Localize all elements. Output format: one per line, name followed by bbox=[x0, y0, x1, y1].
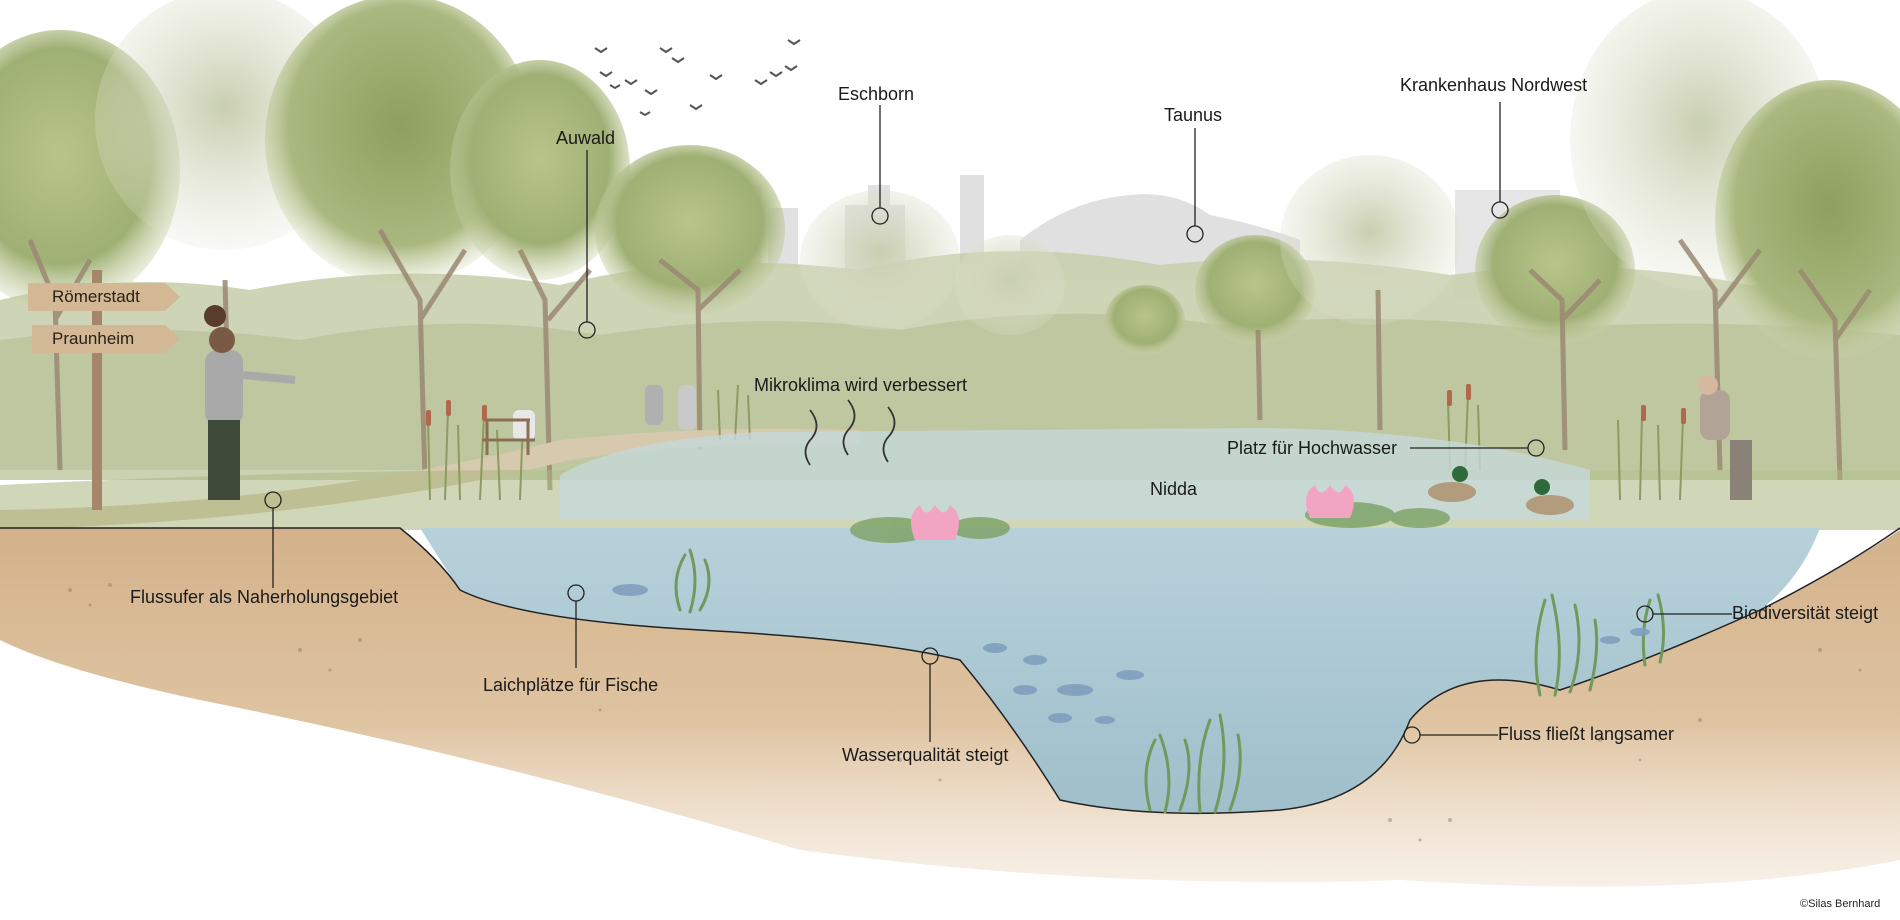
label-taunus: Taunus bbox=[1164, 105, 1223, 125]
lotus-flowers bbox=[911, 485, 1354, 540]
copyright-credit: ©Silas Bernhard bbox=[1800, 898, 1881, 910]
label-auwald: Auwald bbox=[556, 128, 616, 148]
marker-hochwasser bbox=[1527, 439, 1545, 457]
marker-fluss-langsamer bbox=[1403, 726, 1421, 744]
fish bbox=[612, 584, 1650, 724]
label-krankenhaus: Krankenhaus Nordwest bbox=[1400, 75, 1588, 95]
label-wasserqualitaet: Wasserqualität steigt bbox=[842, 745, 1009, 765]
label-fluss-langsamer: Fluss fließt langsamer bbox=[1498, 724, 1675, 744]
birds bbox=[594, 39, 801, 117]
people bbox=[204, 305, 1752, 500]
reeds bbox=[427, 384, 1684, 501]
marker-wasserqualitaet bbox=[921, 647, 939, 665]
label-laichplaetze: Laichplätze für Fische bbox=[483, 675, 659, 695]
label-mikroklima: Mikroklima wird verbessert bbox=[754, 375, 968, 395]
marker-eschborn bbox=[871, 207, 889, 225]
sign-roemerstadt: Römerstadt bbox=[52, 287, 140, 306]
sign-praunheim: Praunheim bbox=[52, 329, 135, 348]
ducks bbox=[1428, 466, 1574, 515]
marker-auwald bbox=[578, 321, 596, 339]
annotation-leaders bbox=[264, 102, 1732, 744]
label-flussufer: Flussufer als Naherholungsgebiet bbox=[130, 587, 399, 607]
label-eschborn: Eschborn bbox=[838, 84, 915, 104]
marker-taunus bbox=[1186, 225, 1204, 243]
label-biodiversitaet: Biodiversität steigt bbox=[1732, 603, 1879, 623]
cattails bbox=[426, 384, 1686, 426]
marker-biodiversitaet bbox=[1636, 605, 1654, 623]
river-surface bbox=[560, 428, 1590, 520]
bench bbox=[482, 418, 535, 455]
label-nidda: Nidda bbox=[1150, 479, 1198, 499]
marker-flussufer bbox=[264, 491, 282, 509]
microclimate-waves bbox=[804, 399, 896, 466]
marker-laichplaetze bbox=[567, 584, 585, 602]
signpost bbox=[28, 270, 180, 510]
label-hochwasser: Platz für Hochwasser bbox=[1227, 438, 1398, 458]
water-cross-section bbox=[420, 528, 1820, 814]
water-plants bbox=[674, 548, 1666, 814]
trees bbox=[0, 0, 1900, 360]
soil-speckles bbox=[68, 583, 1862, 842]
riverbed-line bbox=[0, 527, 1900, 815]
soil-cross-section bbox=[0, 528, 1900, 887]
marker-krankenhaus bbox=[1491, 201, 1509, 219]
